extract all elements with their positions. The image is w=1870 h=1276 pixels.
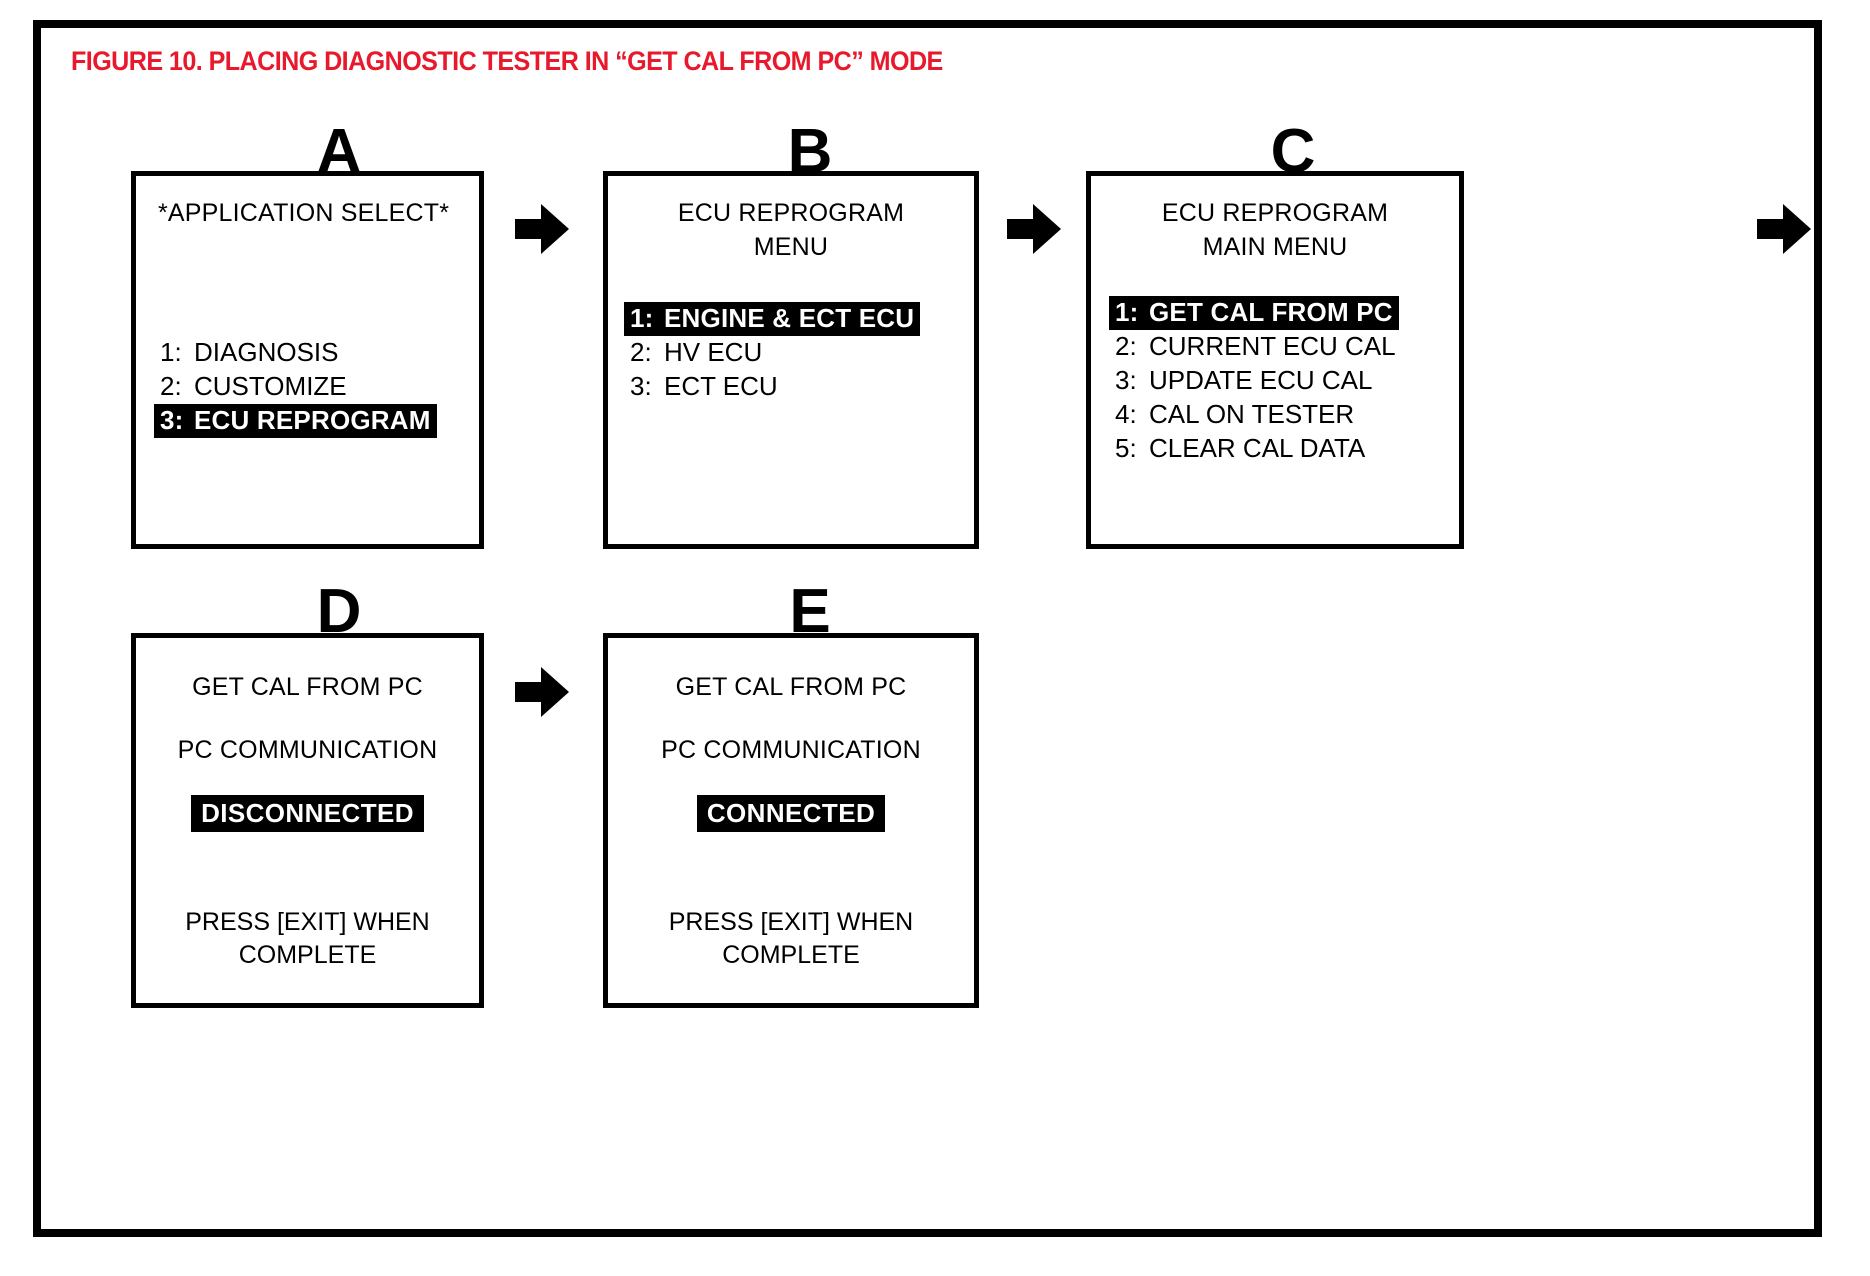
arrow-c-to-d-icon xyxy=(1753,198,1815,260)
screen-e-get-cal-from-pc-connected[interactable]: GET CAL FROM PC PC COMMUNICATION CONNECT… xyxy=(603,633,979,1008)
menu-label: ECT ECU xyxy=(664,371,778,401)
screen-c-title-line1: ECU REPROGRAM xyxy=(1161,199,1389,227)
menu-label: ENGINE & ECT ECU xyxy=(664,303,915,333)
screen-b-menu-list: 1: ENGINE & ECT ECU 2: HV ECU 3: ECT ECU xyxy=(624,302,964,404)
panel-letter-e: E xyxy=(789,577,831,646)
arrow-d-to-e-icon xyxy=(511,661,573,723)
menu-index: 2: xyxy=(630,337,652,367)
menu-label: GET CAL FROM PC xyxy=(1149,297,1393,327)
menu-row-c-1-selected[interactable]: 1: GET CAL FROM PC xyxy=(1109,296,1399,330)
screen-c-title-line2: MAIN MENU xyxy=(1202,233,1348,261)
list-item[interactable]: 2: CURRENT ECU CAL xyxy=(1109,330,1451,364)
menu-row-b-2[interactable]: 2: HV ECU xyxy=(624,336,768,370)
screen-e-status-row: CONNECTED xyxy=(608,795,974,832)
menu-row-b-1-selected[interactable]: 1: ENGINE & ECT ECU xyxy=(624,302,921,336)
screen-d-footer-line1: PRESS [EXIT] WHEN xyxy=(185,908,430,936)
screen-c-menu-list: 1: GET CAL FROM PC 2: CURRENT ECU CAL 3: UP… xyxy=(1109,296,1451,466)
screen-d-footer: PRESS [EXIT] WHEN COMPLETE xyxy=(136,906,479,972)
arrow-b-to-c-icon xyxy=(1003,198,1065,260)
menu-row-a-3-selected[interactable]: 3: ECU REPROGRAM xyxy=(154,404,437,438)
panel-letter-d: D xyxy=(316,577,362,646)
menu-row-b-3[interactable]: 3: ECT ECU xyxy=(624,370,784,404)
menu-index: 5: xyxy=(1115,433,1137,463)
status-badge-disconnected: DISCONNECTED xyxy=(191,795,424,832)
screen-a-menu-list: 1: DIAGNOSIS 2: CUSTOMIZE 3: ECU REPROGRAM xyxy=(154,336,469,438)
menu-label: HV ECU xyxy=(664,337,763,367)
list-item[interactable]: 5: CLEAR CAL DATA xyxy=(1109,432,1451,466)
screen-d-get-cal-from-pc-disconnected[interactable]: GET CAL FROM PC PC COMMUNICATION DISCONN… xyxy=(131,633,484,1008)
screen-a-application-select[interactable]: *APPLICATION SELECT* 1: DIAGNOSIS 2: CUSTO… xyxy=(131,171,484,549)
screen-e-subtitle: PC COMMUNICATION xyxy=(661,736,921,764)
screen-d-title: GET CAL FROM PC xyxy=(192,673,423,701)
screen-b-title-line1: ECU REPROGRAM xyxy=(677,199,905,227)
menu-index: 4: xyxy=(1115,399,1137,429)
menu-index: 1: xyxy=(160,337,182,367)
menu-row-a-2[interactable]: 2: CUSTOMIZE xyxy=(154,370,353,404)
screen-b-ecu-reprogram-menu[interactable]: ECU REPROGRAM MENU 1: ENGINE & ECT ECU 2:… xyxy=(603,171,979,549)
list-item[interactable]: 4: CAL ON TESTER xyxy=(1109,398,1451,432)
menu-index: 2: xyxy=(160,371,182,401)
menu-row-c-5[interactable]: 5: CLEAR CAL DATA xyxy=(1109,432,1371,466)
menu-row-a-1[interactable]: 1: DIAGNOSIS xyxy=(154,336,344,370)
screen-e-footer-line1: PRESS [EXIT] WHEN xyxy=(668,908,914,936)
screen-c-ecu-reprogram-main-menu[interactable]: ECU REPROGRAM MAIN MENU 1: GET CAL FROM P… xyxy=(1086,171,1464,549)
menu-index: 3: xyxy=(1115,365,1137,395)
screen-e-footer-line2: COMPLETE xyxy=(722,941,860,969)
menu-label: CAL ON TESTER xyxy=(1149,399,1355,429)
list-item[interactable]: 3: ECU REPROGRAM xyxy=(154,404,469,438)
menu-row-c-3[interactable]: 3: UPDATE ECU CAL xyxy=(1109,364,1378,398)
screen-d-status-row: DISCONNECTED xyxy=(136,795,479,832)
menu-index: 1: xyxy=(630,303,654,333)
list-item[interactable]: 1: DIAGNOSIS xyxy=(154,336,469,370)
menu-index: 1: xyxy=(1115,297,1139,327)
menu-index: 2: xyxy=(1115,331,1137,361)
menu-label: ECU REPROGRAM xyxy=(194,405,431,435)
menu-label: DIAGNOSIS xyxy=(194,337,339,367)
menu-row-c-4[interactable]: 4: CAL ON TESTER xyxy=(1109,398,1360,432)
menu-index: 3: xyxy=(160,405,184,435)
list-item[interactable]: 3: ECT ECU xyxy=(624,370,964,404)
screen-e-title: GET CAL FROM PC xyxy=(675,673,907,701)
figure-caption: FIGURE 10. PLACING DIAGNOSTIC TESTER IN … xyxy=(71,46,943,76)
list-item[interactable]: 3: UPDATE ECU CAL xyxy=(1109,364,1451,398)
menu-label: CURRENT ECU CAL xyxy=(1149,331,1396,361)
list-item[interactable]: 2: HV ECU xyxy=(624,336,964,370)
screen-b-title-line2: MENU xyxy=(753,233,829,261)
screen-e-footer: PRESS [EXIT] WHEN COMPLETE xyxy=(608,906,974,972)
menu-row-c-2[interactable]: 2: CURRENT ECU CAL xyxy=(1109,330,1402,364)
menu-index: 3: xyxy=(630,371,652,401)
figure-frame: FIGURE 10. PLACING DIAGNOSTIC TESTER IN … xyxy=(33,20,1822,1237)
menu-label: UPDATE ECU CAL xyxy=(1149,365,1373,395)
screen-a-title: *APPLICATION SELECT* xyxy=(158,199,450,227)
menu-label: CUSTOMIZE xyxy=(194,371,347,401)
screen-d-subtitle: PC COMMUNICATION xyxy=(177,736,438,764)
list-item[interactable]: 1: ENGINE & ECT ECU xyxy=(624,302,964,336)
screen-d-footer-line2: COMPLETE xyxy=(238,941,377,969)
list-item[interactable]: 1: GET CAL FROM PC xyxy=(1109,296,1451,330)
status-badge-connected: CONNECTED xyxy=(696,795,886,832)
list-item[interactable]: 2: CUSTOMIZE xyxy=(154,370,469,404)
arrow-a-to-b-icon xyxy=(511,198,573,260)
menu-label: CLEAR CAL DATA xyxy=(1149,433,1366,463)
